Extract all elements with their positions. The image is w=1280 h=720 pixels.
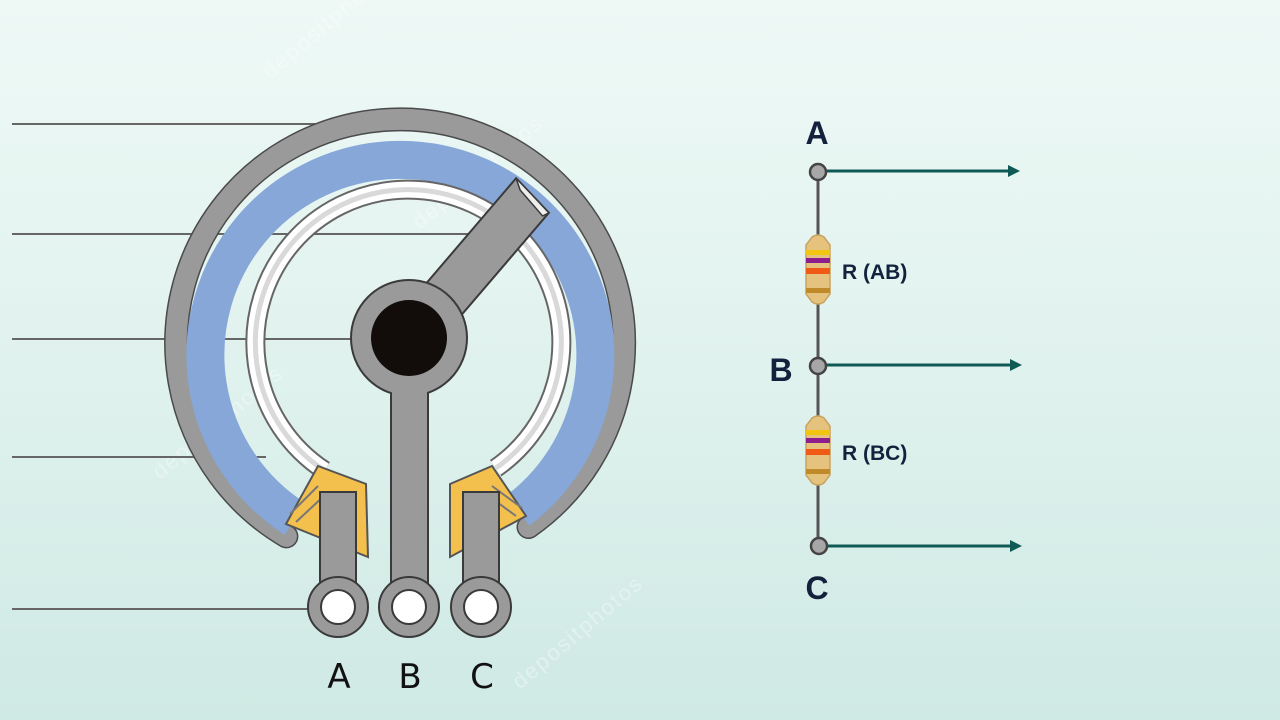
node-label-B: B — [769, 352, 792, 388]
circuit-schematic: R (AB) R (BC) A B C — [769, 115, 1022, 606]
resistor-AB — [805, 234, 831, 305]
terminal-label-A: A — [327, 657, 350, 697]
node-label-A: A — [805, 115, 828, 151]
potentiometer: A B C — [164, 107, 637, 697]
outer-casing — [164, 107, 637, 549]
resistor-label-BC: R (BC) — [842, 442, 907, 465]
node-label-C: C — [805, 570, 828, 606]
terminal-B — [378, 359, 440, 638]
terminal-label-C: C — [470, 657, 494, 697]
resistive-track — [186, 140, 615, 535]
node-A — [808, 162, 828, 182]
shaft — [350, 279, 468, 400]
arrow-B — [826, 359, 1022, 371]
terminal-label-B: B — [398, 657, 421, 697]
resistor-BC — [805, 415, 831, 486]
resistor-label-AB: R (AB) — [842, 261, 907, 284]
arrow-A — [826, 165, 1020, 177]
inner-ring — [245, 179, 572, 479]
svg-text:depositphotos: depositphotos — [257, 0, 398, 84]
terminal-A — [307, 491, 369, 638]
svg-text:depositphotos: depositphotos — [507, 570, 648, 694]
node-C — [809, 536, 829, 556]
shaft-hole — [371, 300, 447, 376]
node-B — [808, 356, 828, 376]
arrow-C — [827, 540, 1022, 552]
terminal-C — [450, 491, 512, 638]
